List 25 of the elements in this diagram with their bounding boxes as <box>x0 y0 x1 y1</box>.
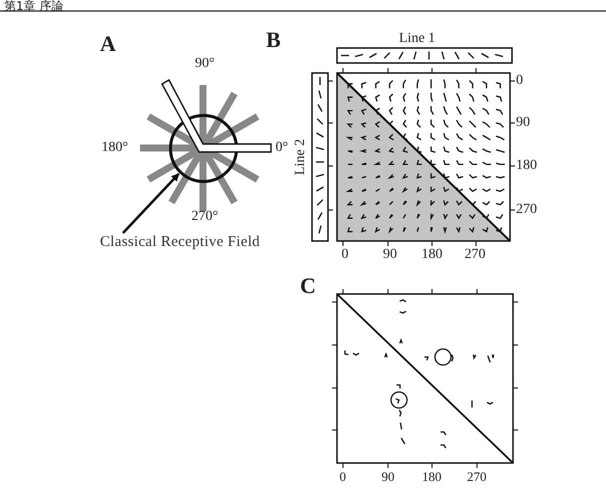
tick-label: 180 <box>422 248 442 262</box>
axis-title: Line 2 <box>294 138 308 176</box>
tick-label: 0 <box>340 470 346 483</box>
tick-label: 90 <box>516 116 530 130</box>
tick-label: 270 <box>467 470 486 483</box>
panel-letter: C <box>300 275 316 297</box>
tick-label: 90 <box>382 470 394 483</box>
tick-label: 270 <box>516 203 537 217</box>
axis-title: Line 1 <box>399 32 436 46</box>
leader-arrow <box>122 173 180 234</box>
tick-label: 0 <box>516 74 523 88</box>
angle-label: 90° <box>195 57 215 71</box>
tick-label: 270 <box>464 248 486 262</box>
panel-letter: A <box>100 33 116 55</box>
tick-label: 180 <box>422 470 442 483</box>
panel-letter: B <box>266 29 281 51</box>
page-header: 第1章 序論 <box>4 0 64 12</box>
callout-text: Classical Receptive Field <box>100 234 260 250</box>
tick-label: 0 <box>342 248 348 262</box>
tick-label: 90 <box>383 248 397 262</box>
angle-label: 180° <box>102 141 128 155</box>
angle-label: 0° <box>276 141 288 155</box>
tick-label: 180 <box>516 159 537 173</box>
receptive-field-circle <box>168 114 238 182</box>
angle-label: 270° <box>192 210 218 224</box>
